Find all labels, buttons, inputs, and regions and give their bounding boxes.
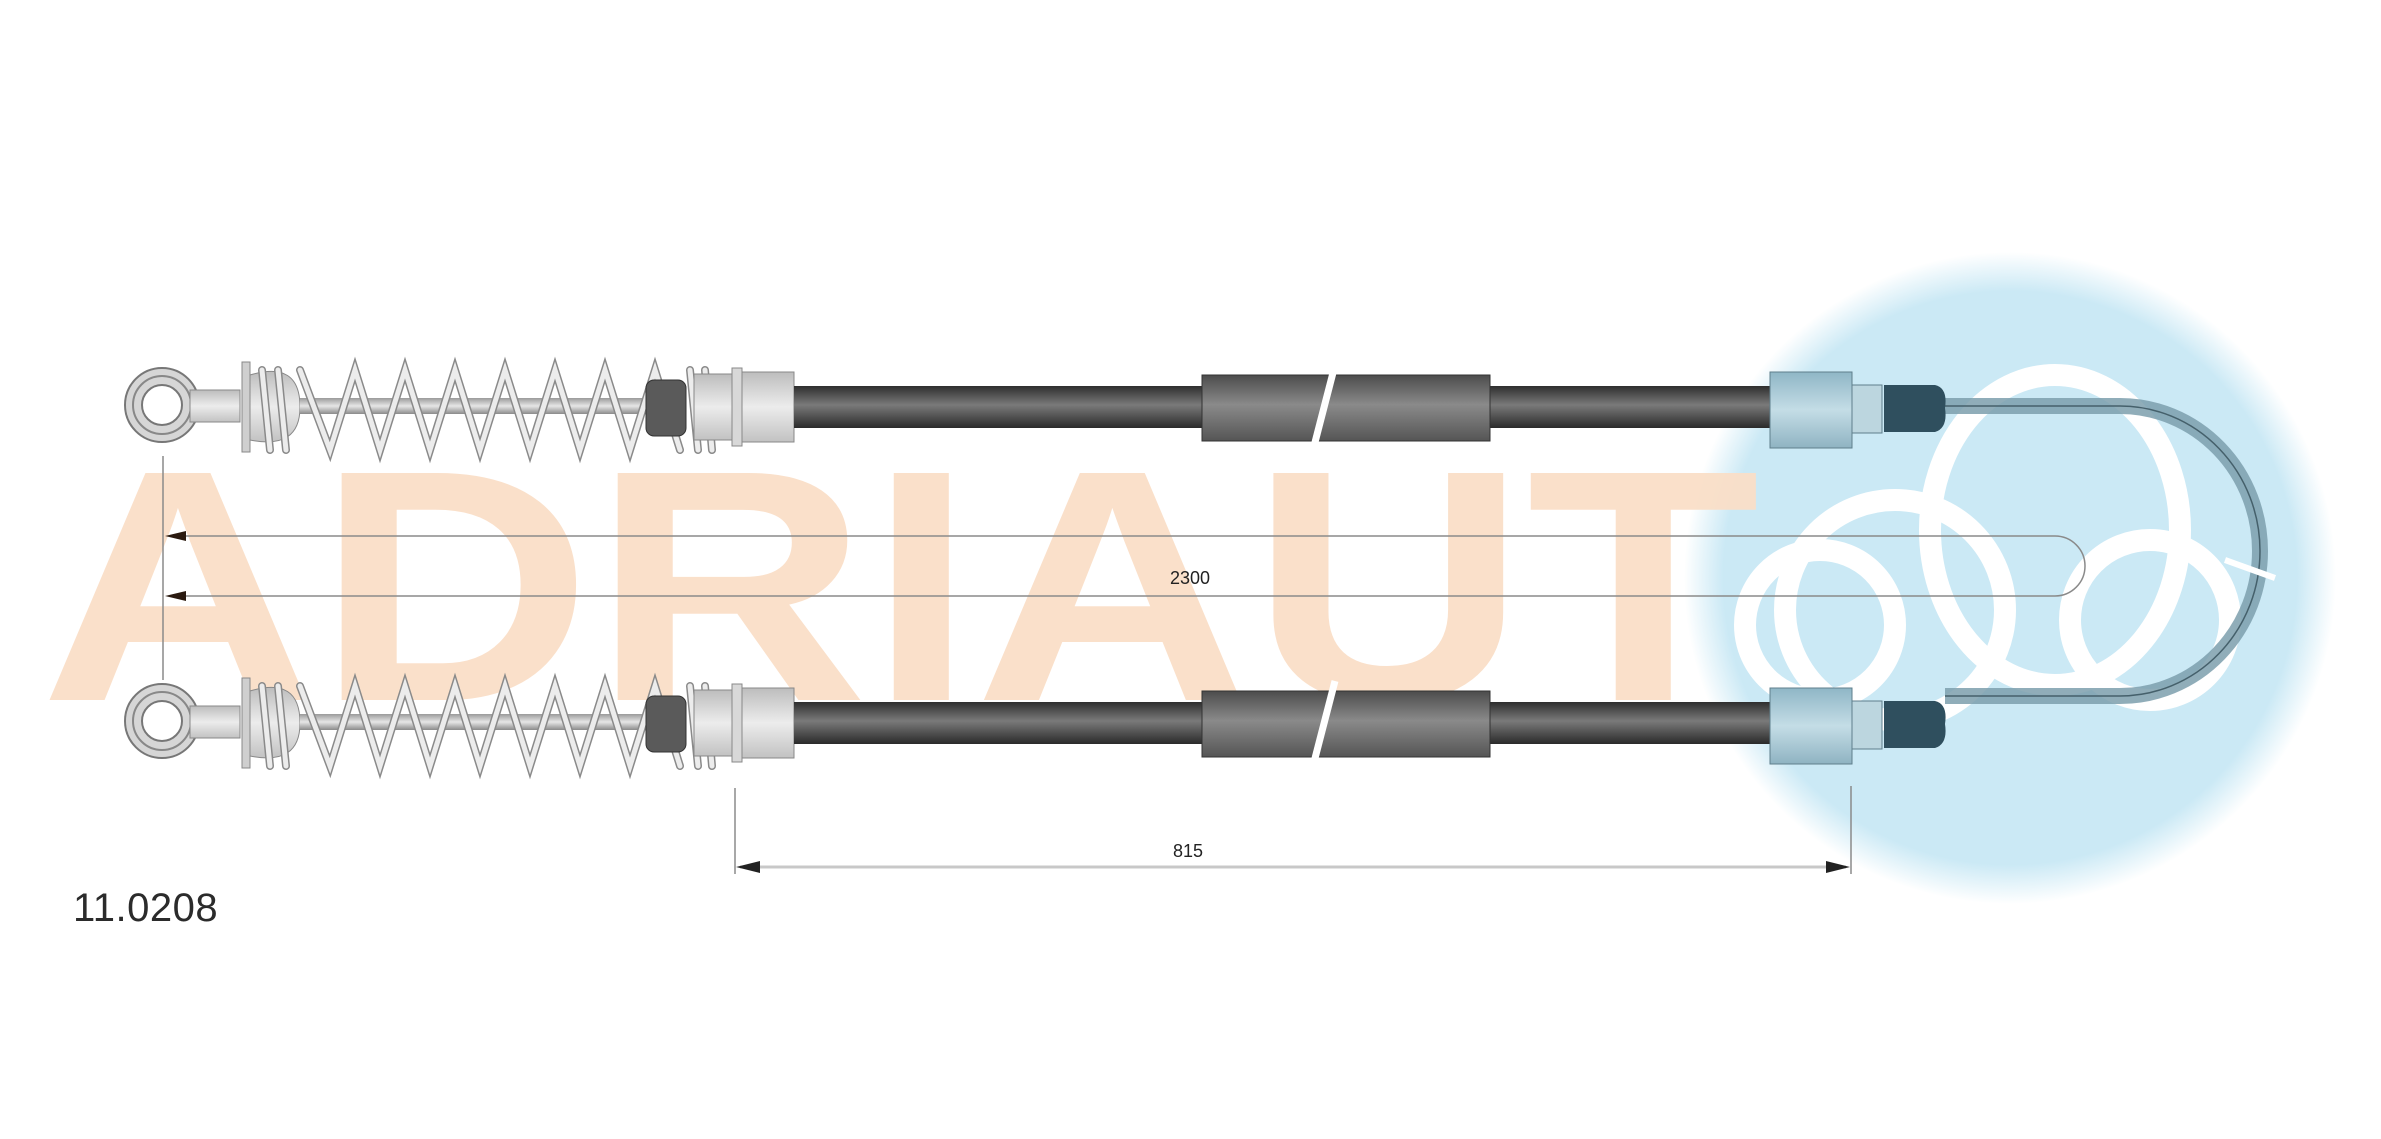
cable-bottom — [124, 672, 1946, 780]
inner-cable-loop — [1945, 398, 2277, 704]
dimension-label-sheath-length: 815 — [1173, 841, 1204, 861]
dimension-2300 — [162, 456, 2086, 680]
cable-top — [124, 356, 1946, 464]
dimension-815 — [734, 786, 1852, 874]
dimension-label-total-length: 2300 — [1170, 568, 1211, 588]
part-number: 11.0208 — [73, 886, 219, 930]
watermark-logo-icon — [1684, 252, 2336, 904]
